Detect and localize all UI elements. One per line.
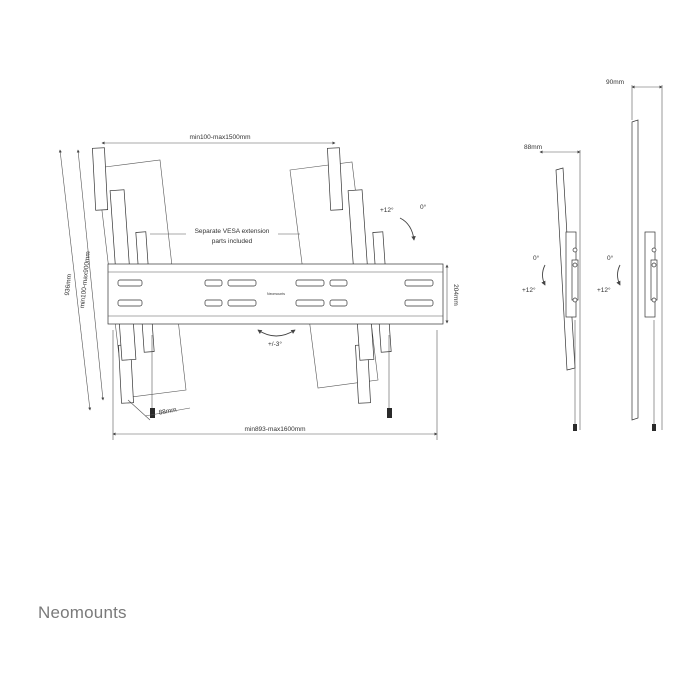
vesa-extension-note: Separate VESA extension parts included [150, 228, 300, 245]
brand-logo: Neomounts [38, 603, 127, 622]
note-line-1: Separate VESA extension [195, 228, 270, 235]
side-flat-zero-label: 0° [607, 254, 614, 262]
dim-plate-height: 204mm [445, 264, 459, 324]
dim-height-total-label: 936mm [64, 274, 73, 296]
dim-depth-label: 88mm [158, 407, 177, 417]
dim-vesa-width-label: min100-max1500mm [189, 134, 250, 141]
side-view-flat: 90mm 0° +12° [597, 79, 663, 431]
tilt-up-label: +12° [380, 206, 394, 214]
side-tilted-depth-label: 88mm [524, 144, 542, 151]
tilt-zero-label: 0° [420, 203, 427, 211]
side-view-tilted: 88mm 0° +12° [522, 144, 581, 431]
dim-depth: 88mm [127, 399, 191, 421]
plate-logo: Neomounts [267, 292, 285, 296]
swivel-indicator: +/-3° [257, 329, 296, 348]
dim-plate-height-label: 204mm [452, 284, 459, 306]
note-line-2: parts included [212, 238, 253, 245]
tilt-indicator: +12° 0° [380, 203, 427, 241]
side-flat-depth-label: 90mm [606, 79, 624, 86]
side-tilted-zero-label: 0° [533, 254, 540, 262]
swivel-label: +/-3° [268, 340, 282, 348]
dim-vesa-height-label: min100-max900mm [79, 251, 92, 309]
dim-mount-width-label: min893-max1600mm [244, 426, 305, 433]
side-flat-up-label: +12° [597, 286, 611, 294]
dim-mount-width: min893-max1600mm [112, 330, 438, 440]
wall-plate: Neomounts [107, 263, 444, 325]
dim-vesa-width: min100-max1500mm [101, 134, 336, 145]
pull-cords [150, 335, 392, 418]
front-view: Neomounts min100-max1500mm min893-max160… [58, 134, 459, 440]
side-tilted-up-label: +12° [522, 286, 536, 294]
